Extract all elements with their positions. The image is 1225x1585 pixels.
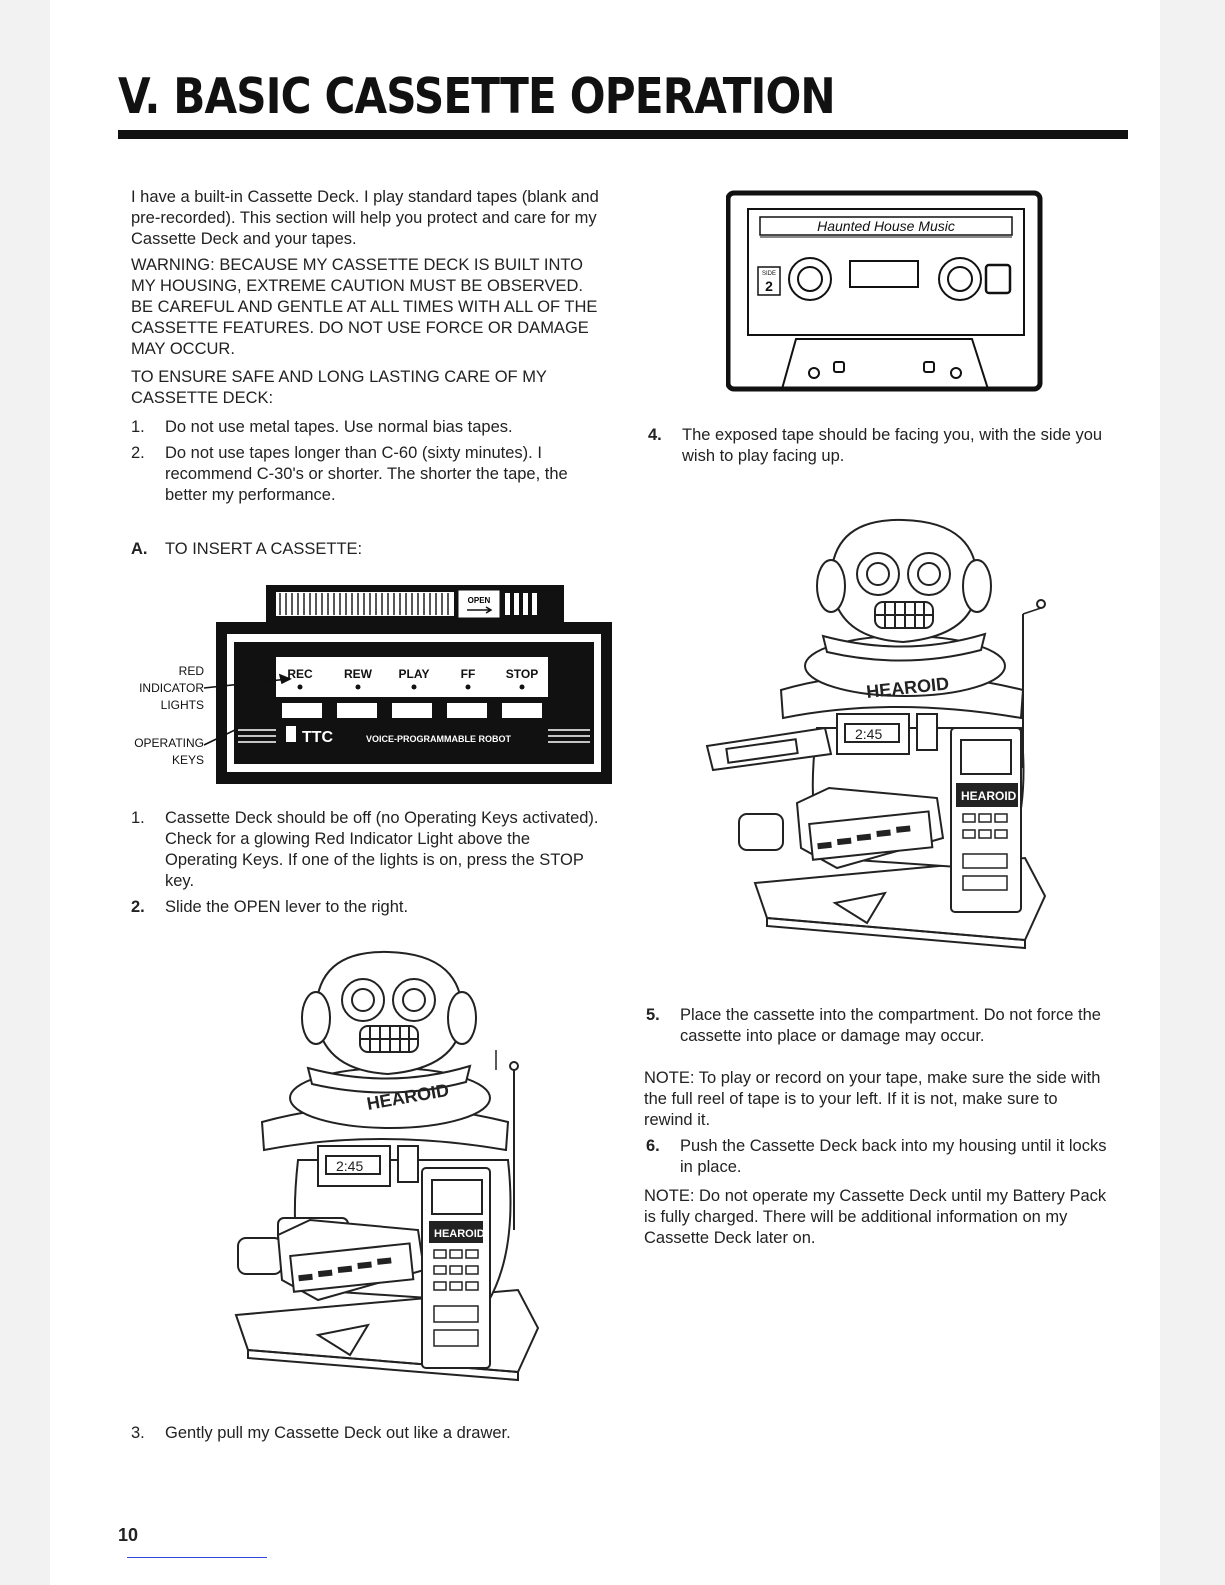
step-text: Gently pull my Cassette Deck out like a …	[165, 1424, 511, 1442]
left-step-item: 2. Slide the OPEN lever to the right.	[131, 897, 601, 918]
left-step-item: 1. Cassette Deck should be off (no Opera…	[131, 808, 601, 892]
indicator-lights	[297, 684, 525, 690]
brand-tagline: VOICE-PROGRAMMABLE ROBOT	[366, 734, 512, 744]
ensure-heading: TO ENSURE SAFE AND LONG LASTING CARE OF …	[131, 368, 547, 407]
key-label-play: PLAY	[399, 667, 430, 681]
note-label: NOTE:	[644, 1069, 695, 1087]
warning-text: BECAUSE MY CASSETTE DECK IS BUILT INTO M…	[131, 256, 598, 358]
open-arrow-icon	[467, 606, 493, 614]
cassette-tape-illustration: Haunted House Music SIDE 2	[726, 190, 1043, 392]
remote-name-label: HEAROID	[961, 789, 1017, 803]
operating-keys	[282, 703, 542, 718]
section-letter: A.	[131, 540, 148, 558]
callout-keys: KEYS	[172, 753, 204, 767]
care-item-text: Do not use metal tapes. Use normal bias …	[165, 418, 513, 436]
step-6: 6. Push the Cassette Deck back into my h…	[646, 1136, 1111, 1178]
page-number: 10	[118, 1525, 139, 1545]
callout-indicator: INDICATOR	[139, 681, 204, 695]
cassette-label: Haunted House Music	[817, 218, 955, 234]
care-item-number: 1.	[131, 418, 145, 436]
care-item: 2. Do not use tapes longer than C-60 (si…	[131, 443, 611, 506]
key-labels: REC REW PLAY FF STOP	[287, 667, 538, 681]
note-label: NOTE:	[644, 1187, 695, 1205]
robot-time-display: 2:45	[855, 726, 882, 742]
section-title: TO INSERT A CASSETTE:	[165, 540, 363, 558]
care-item-number: 2.	[131, 444, 145, 462]
step-text: Place the cassette into the compartment.…	[680, 1006, 1101, 1045]
step-number: 5.	[646, 1006, 660, 1024]
robot-illustration-cassette-insert: HEAROID 2:45 HEAROID	[705, 518, 1047, 950]
note-text: To play or record on your tape, make sur…	[644, 1069, 1101, 1129]
step-number: 6.	[646, 1137, 660, 1155]
callout-lights: LIGHTS	[161, 698, 204, 712]
warning-label: WARNING:	[131, 256, 215, 274]
note-text: Do not operate my Cassette Deck until my…	[644, 1187, 1107, 1247]
note-1: NOTE: To play or record on your tape, ma…	[644, 1068, 1109, 1131]
footer-link-underline	[127, 1557, 267, 1558]
cassette-side-number: 2	[765, 278, 773, 294]
step-4: 4. The exposed tape should be facing you…	[648, 425, 1118, 467]
key-label-rew: REW	[344, 667, 373, 681]
step-number: 4.	[648, 426, 662, 444]
key-label-rec: REC	[287, 667, 313, 681]
step-3: 3. Gently pull my Cassette Deck out like…	[131, 1423, 601, 1444]
remote-name-label: HEAROID	[434, 1228, 485, 1240]
step-5: 5. Place the cassette into the compartme…	[646, 1005, 1118, 1047]
note-2: NOTE: Do not operate my Cassette Deck un…	[644, 1186, 1109, 1249]
step-text: Slide the OPEN lever to the right.	[165, 898, 409, 916]
step-number: 3.	[131, 1424, 145, 1442]
section-a-heading: A. TO INSERT A CASSETTE:	[131, 539, 551, 560]
callout-red: RED	[179, 664, 205, 678]
step-text: Push the Cassette Deck back into my hous…	[680, 1137, 1107, 1176]
step-text: The exposed tape should be facing you, w…	[682, 426, 1103, 465]
step-text: Cassette Deck should be off (no Operatin…	[165, 809, 599, 890]
robot-time-display: 2:45	[336, 1158, 363, 1174]
page-title: V. BASIC CASSETTE OPERATION	[118, 68, 836, 125]
cassette-deck-diagram: OPEN REC REW PLAY FF STOP TTC VOICE-PROG…	[134, 585, 612, 784]
open-label: OPEN	[468, 596, 491, 605]
brand-logo: TTC	[302, 729, 334, 746]
cassette-side-word: SIDE	[762, 271, 776, 277]
step-number: 2.	[131, 898, 145, 916]
warning-block: WARNING: BECAUSE MY CASSETTE DECK IS BUI…	[131, 255, 606, 360]
callout-operating: OPERATING	[134, 736, 204, 750]
robot-illustration-deck-open: HEAROID 2:45 HEAROID	[234, 950, 540, 1382]
care-item: 1. Do not use metal tapes. Use normal bi…	[131, 417, 611, 438]
intro-paragraph: I have a built-in Cassette Deck. I play …	[131, 188, 599, 248]
title-rule	[118, 130, 1128, 139]
key-label-ff: FF	[461, 667, 476, 681]
key-label-stop: STOP	[506, 667, 538, 681]
care-item-text: Do not use tapes longer than C-60 (sixty…	[165, 444, 568, 504]
step-number: 1.	[131, 809, 145, 827]
